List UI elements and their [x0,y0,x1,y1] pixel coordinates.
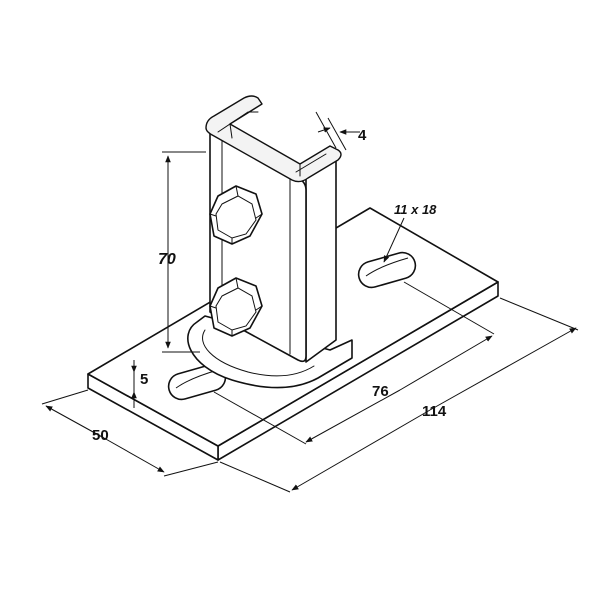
dim-plate-length: 114 [219,297,579,493]
label-plate-thickness: 5 [140,371,148,388]
label-slot-spacing: 76 [372,383,389,400]
bolt-lower [209,277,263,337]
dim-slot-size: 11 x 18 [383,202,437,263]
dim-post-height: 70 [158,151,206,353]
dim-flange-thickness: 4 [315,111,367,151]
label-flange-thickness: 4 [358,127,367,144]
label-slot-size: 11 x 18 [394,202,437,217]
dim-plate-width: 50 [41,389,219,477]
bolt-upper [209,185,263,245]
slot-hole-right [357,251,417,289]
dim-plate-thickness: 5 [131,360,148,408]
label-post-height: 70 [158,251,176,268]
dim-slot-spacing: 76 [213,281,495,445]
label-plate-length: 114 [422,403,447,420]
label-plate-width: 50 [92,427,109,444]
